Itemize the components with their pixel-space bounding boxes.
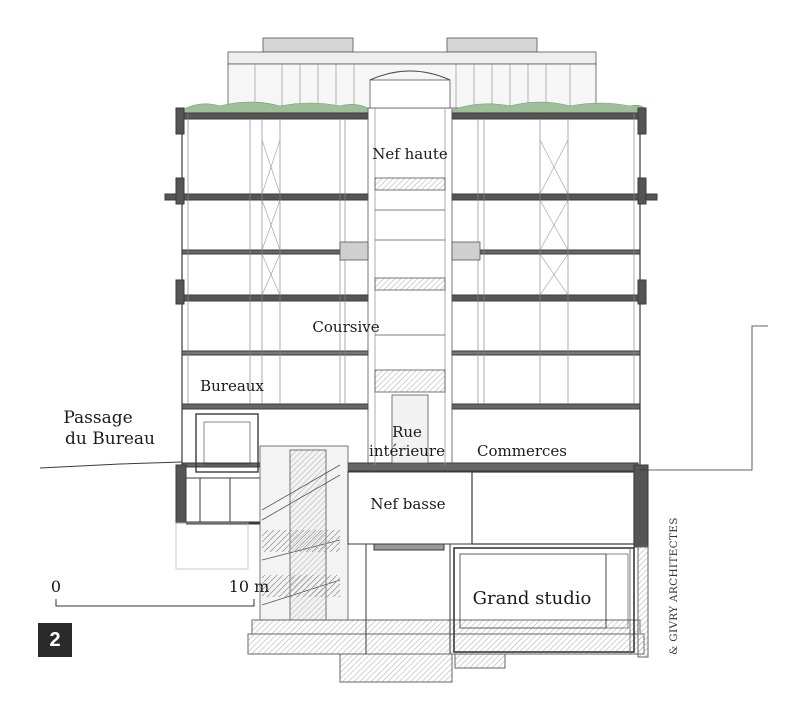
columns [187,113,635,404]
credit-text: & GIVRY ARCHITECTES [668,517,680,655]
label-passage-line1: Passage [63,408,132,428]
scale-end-label: 10 m [229,577,270,596]
roof-structure [227,37,597,109]
scale-start-label: 0 [51,577,61,596]
label-bureaux: Bureaux [200,377,264,395]
label-nef-haute: Nef haute [372,145,448,163]
basement [247,464,649,683]
label-commerces: Commerces [477,442,567,460]
label-nef-basse: Nef basse [370,495,445,513]
label-coursive: Coursive [312,318,379,336]
ground-left [39,413,260,570]
label-passage-line2: du Bureau [65,429,155,449]
staircase [259,445,349,621]
leader-line [640,325,768,471]
central-nave [339,108,481,465]
label-rue-line1: Rue [392,423,422,441]
green-roof [181,101,645,114]
label-rue-line2: intérieure [369,442,445,460]
label-grand-studio: Grand studio [473,588,592,609]
scale-bar: 0 10 m [51,577,270,607]
figure-number-badge: 2 [38,623,72,657]
lattice-towers [261,139,569,296]
